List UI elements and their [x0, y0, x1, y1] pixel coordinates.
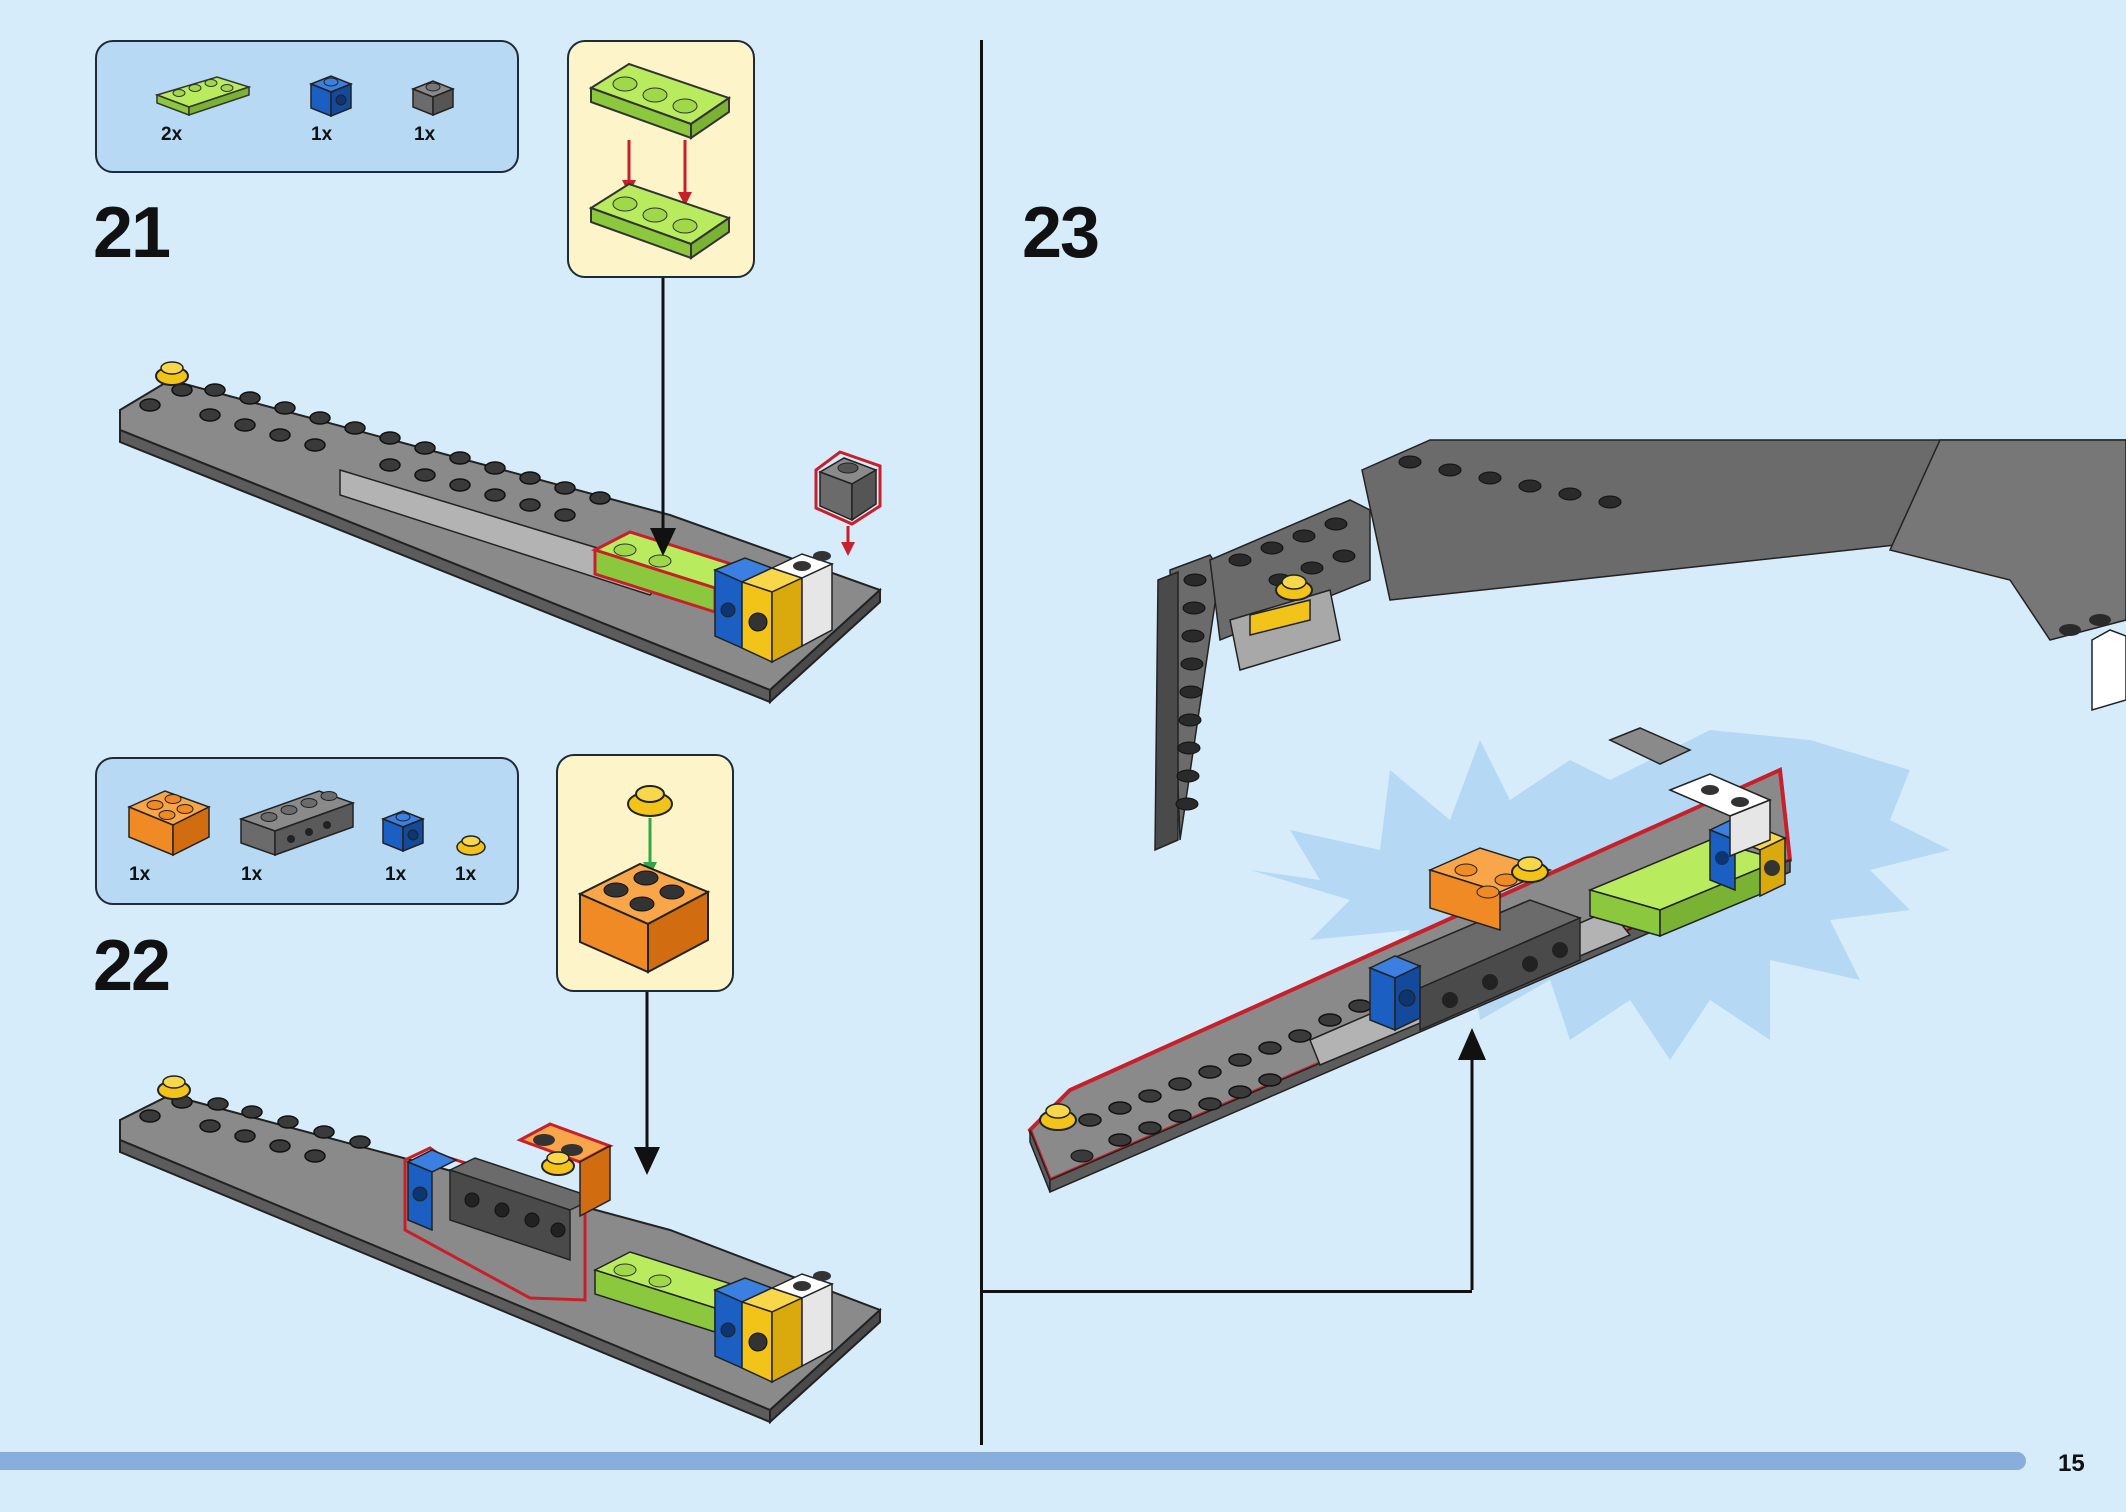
yellow-round-plate-1x1-icon: [456, 835, 486, 856]
progress-bar: [0, 1452, 2026, 1470]
dark-gray-brick-1x1-icon: [410, 80, 456, 117]
step-21-parts-list: 2x 1x 1x: [95, 40, 519, 173]
new-blue-brick: [713, 557, 774, 650]
part-quantity: 2x: [161, 124, 183, 145]
step-22-number: 22: [93, 926, 171, 1006]
part-quantity: 1x: [414, 124, 436, 145]
new-technic-brick: [448, 1157, 597, 1262]
step-22-parts-list: 1x 1x 1x 1x: [95, 757, 519, 905]
part-quantity: 1x: [385, 864, 407, 885]
lime-plate-1x4-icon: [154, 76, 252, 117]
sub-assembly-connector-horizontal: [980, 1290, 1472, 1293]
white-brick: [769, 551, 835, 648]
part-quantity: 1x: [241, 864, 263, 885]
yellow-brick: [739, 1287, 805, 1384]
step-21-callout-arrow: [650, 278, 676, 556]
page-number: 15: [2058, 1450, 2085, 1477]
column-divider: [980, 40, 983, 1445]
orange-brick-2x2-icon: [127, 790, 211, 857]
blue-brick-1x1-icon: [380, 810, 426, 853]
step-23-number: 23: [1022, 193, 1100, 273]
upper-lime-plate: [588, 62, 732, 140]
new-orange-brick: [516, 1122, 614, 1218]
step-22-model: [119, 1075, 882, 1425]
blue-brick-1x1-icon: [308, 75, 354, 118]
step-21-number: 21: [93, 193, 171, 273]
dark-gray-technic-brick-1x4-icon: [238, 790, 356, 857]
step-22-callout: [556, 754, 734, 992]
step-22-callout-arrow: [634, 992, 660, 1175]
step-21-callout: [567, 40, 755, 278]
new-dark-gray-brick: [814, 450, 882, 556]
yellow-brick: [739, 567, 805, 664]
part-quantity: 1x: [311, 124, 333, 145]
lime-plate-stack-icon: [588, 62, 732, 260]
step-21-model: [119, 361, 882, 705]
new-blue-brick: [406, 1149, 458, 1232]
lower-lime-plate: [588, 182, 732, 260]
part-quantity: 1x: [455, 864, 477, 885]
orange-brick-with-yellow-plate-icon: [577, 785, 711, 974]
white-brick: [769, 1271, 835, 1368]
step-23-model: [1027, 439, 2126, 1290]
part-quantity: 1x: [129, 864, 151, 885]
